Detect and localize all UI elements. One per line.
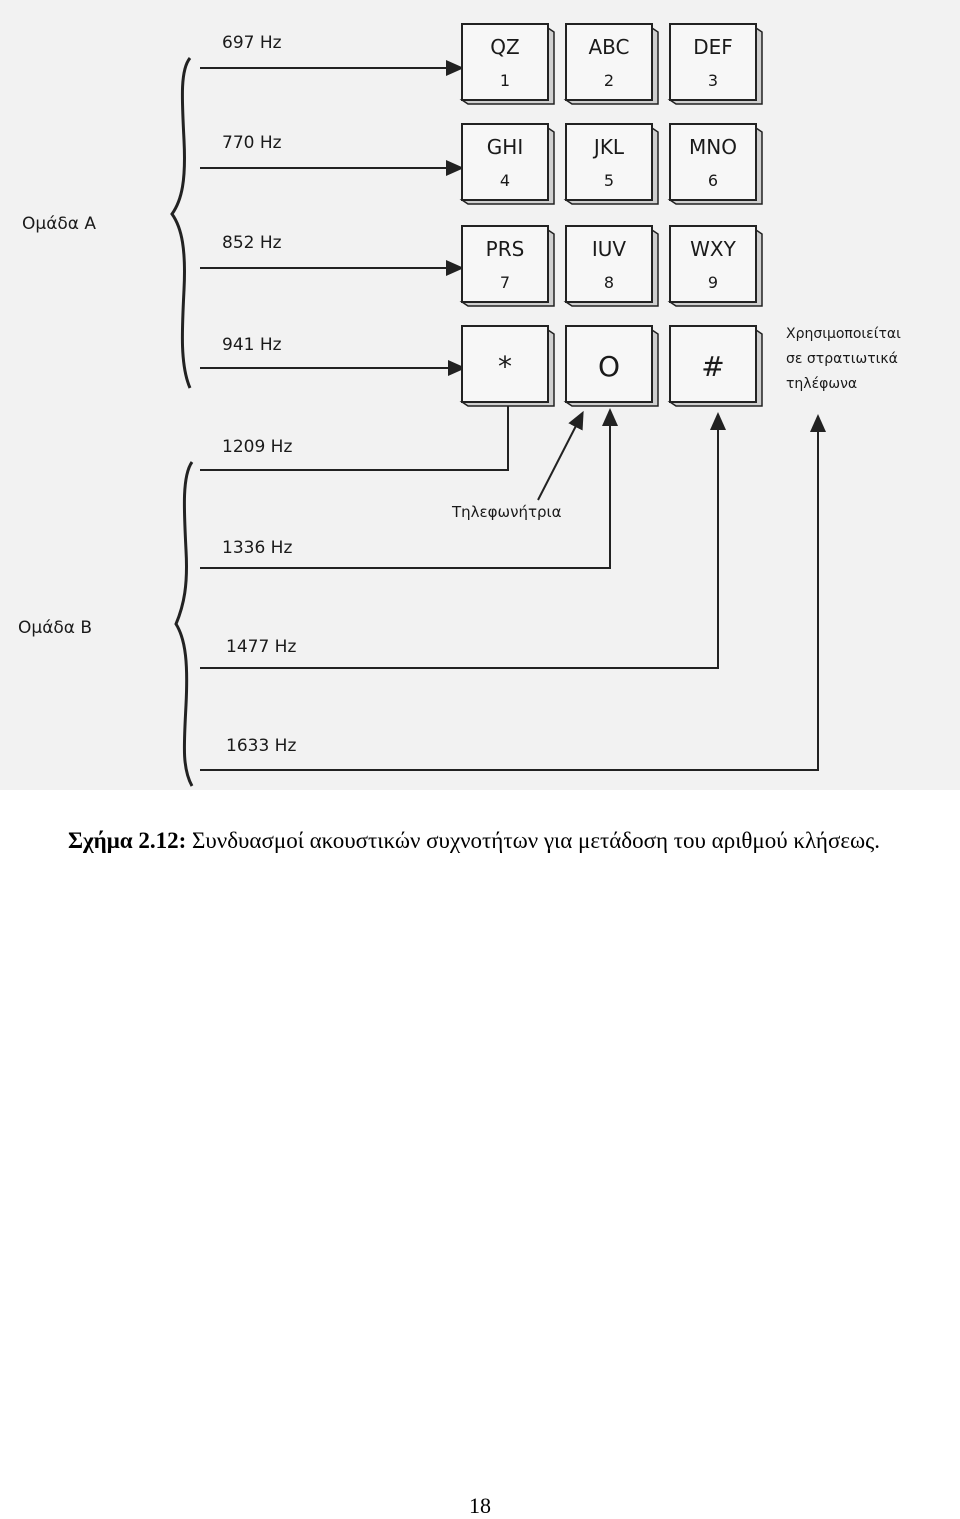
key-face [461,23,549,101]
col-line-1209 [200,406,509,471]
key-letters: JKL [592,135,625,159]
col-line-1336 [200,408,618,569]
key-digit: 8 [604,273,614,292]
key-digit: 2 [604,71,614,90]
freq-label-1477: 1477 Hz [226,637,296,657]
group-a-brace [170,57,192,389]
key-digit: 6 [708,171,718,190]
figure-caption: Σχήμα 2.12: Συνδυασμοί ακουστικών συχνοτ… [68,826,948,856]
freq-label-770: 770 Hz [222,133,282,153]
key-face [669,23,757,101]
key-face [461,123,549,201]
key-letters: WXY [690,237,736,261]
key-2: ABC 2 [563,23,659,105]
group-a-label: Ομάδα A [22,214,96,234]
operator-label: Τηλεφωνήτρια [451,503,562,521]
key-6: MNO 6 [667,123,763,205]
key-face [669,225,757,303]
military-note-line-2: σε στρατιωτικά [786,351,898,367]
key-11: O [563,325,659,407]
page-number: 18 [469,1493,491,1518]
key-symbol: O [598,350,620,383]
key-face [461,325,549,403]
caption-label: Σχήμα 2.12: [68,828,187,853]
key-face [565,123,653,201]
key-letters: IUV [592,237,627,261]
key-digit: 1 [500,71,510,90]
freq-label-941: 941 Hz [222,335,282,355]
freq-label-697: 697 Hz [222,33,282,53]
caption-text: Συνδυασμοί ακουστικών συχνοτήτων για μετ… [192,828,881,853]
key-4: GHI 4 [459,123,555,205]
key-10: * [459,325,555,407]
freq-label-852: 852 Hz [222,233,282,253]
freq-label-1336: 1336 Hz [222,538,292,558]
key-letters: MNO [689,135,737,159]
dtmf-keypad-figure: Ομάδα A Ομάδα B 697 Hz 770 Hz 852 Hz 941… [0,0,960,790]
key-9: WXY 9 [667,225,763,307]
military-note-line-3: τηλέφωνα [786,376,857,392]
key-face [565,23,653,101]
key-digit: 4 [500,171,510,190]
key-letters: PRS [486,237,525,261]
key-face [565,325,653,403]
key-face [669,325,757,403]
key-digit: 5 [604,171,614,190]
freq-label-1633: 1633 Hz [226,736,296,756]
operator-arrow [537,410,584,501]
key-face [461,225,549,303]
key-digit: 7 [500,273,510,292]
key-5: JKL 5 [563,123,659,205]
key-12: # [667,325,763,407]
key-letters: QZ [490,35,519,59]
key-1: QZ 1 [459,23,555,105]
col-line-1477 [200,412,726,669]
freq-label-1209: 1209 Hz [222,437,292,457]
key-letters: GHI [487,135,523,159]
key-3: DEF 3 [667,23,763,105]
group-b-label: Ομάδα B [18,618,92,638]
col-line-1633 [200,414,826,771]
key-symbol: # [701,350,724,383]
key-8: IUV 8 [563,225,659,307]
key-letters: ABC [588,35,629,59]
military-note-line-1: Χρησιμοποιείται [786,326,901,342]
key-symbol: * [498,350,512,383]
key-letters: DEF [693,35,733,59]
key-digit: 3 [708,71,718,90]
key-7: PRS 7 [459,225,555,307]
key-face [565,225,653,303]
key-face [669,123,757,201]
group-b-brace [174,461,194,787]
key-digit: 9 [708,273,718,292]
